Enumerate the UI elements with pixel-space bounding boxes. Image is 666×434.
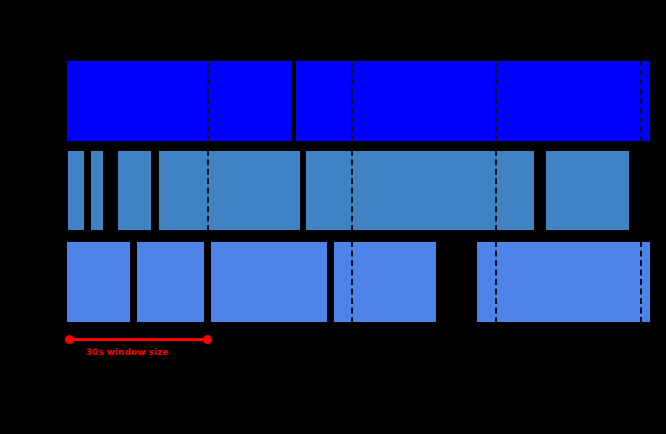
timeline-track-row-top [0, 60, 666, 142]
segment-bar [333, 241, 437, 323]
segment-bar [305, 150, 535, 231]
segment-bar [67, 150, 85, 231]
segment-bar [545, 150, 630, 231]
window-size-label: 30s window size [86, 348, 169, 358]
segment-bar [117, 150, 152, 231]
segment-bar [295, 60, 651, 142]
segment-bar [476, 241, 651, 323]
segment-bar [136, 241, 205, 323]
timeline-track-row-middle [0, 150, 666, 231]
segment-bar [90, 150, 104, 231]
segment-bar [66, 241, 131, 323]
timeline-track-row-bottom [0, 241, 666, 323]
segment-bar [210, 241, 328, 323]
window-size-end-marker [203, 335, 212, 344]
window-size-line [69, 338, 207, 341]
window-size-start-marker [65, 335, 74, 344]
segment-bar [158, 150, 301, 231]
segment-bar [66, 60, 292, 142]
